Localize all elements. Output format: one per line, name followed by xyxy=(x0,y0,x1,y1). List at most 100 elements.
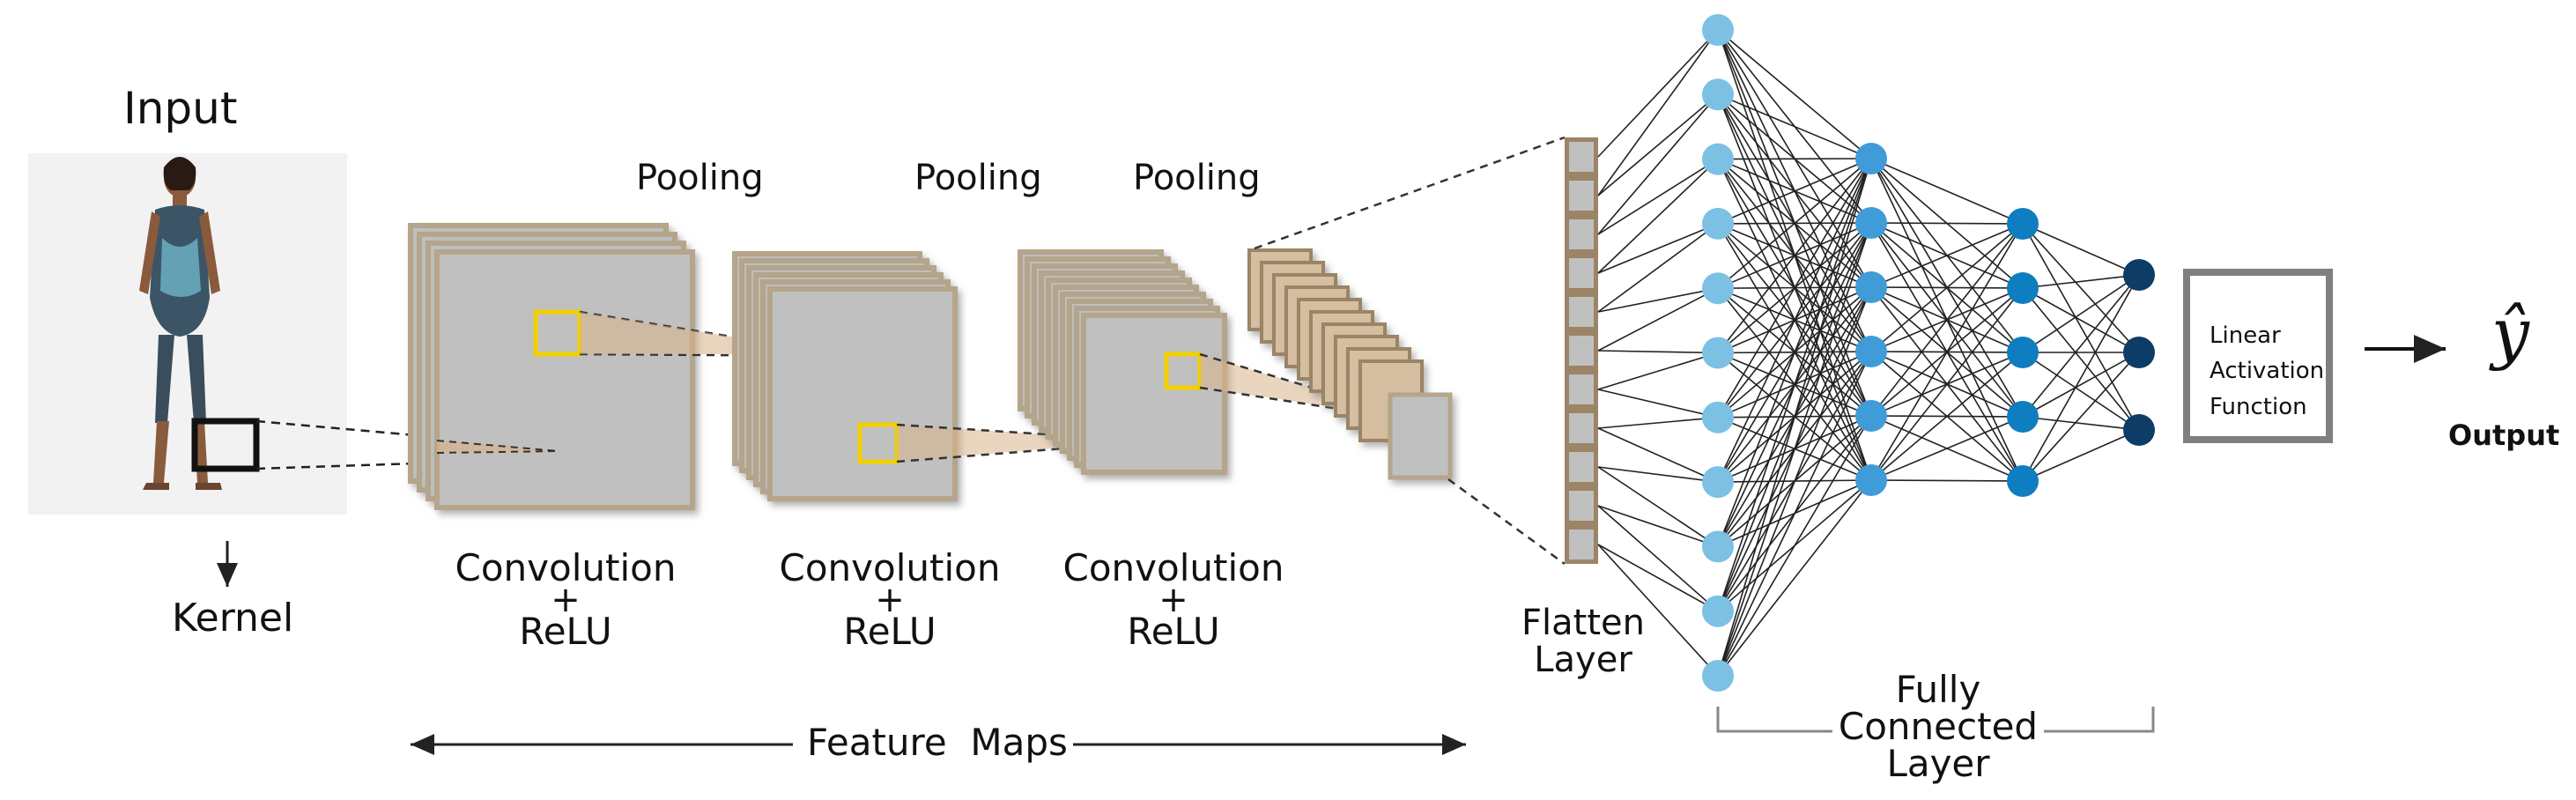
kernel-label: Kernel xyxy=(172,596,294,641)
neuron-layer-2 xyxy=(1855,400,1887,432)
kernel-window xyxy=(191,418,260,472)
neuron-layer-1 xyxy=(1702,660,1734,692)
neuron-layer-2 xyxy=(1855,207,1887,239)
activation-line-2: Activation xyxy=(2210,358,2325,385)
network-edge xyxy=(2022,274,2140,418)
flatten-edge xyxy=(1597,158,1719,235)
pooling-label-1: Pooling xyxy=(636,158,764,198)
network-edge xyxy=(1717,158,1872,677)
network-edge xyxy=(1870,222,2024,225)
relu-label: ReLU xyxy=(1127,610,1220,653)
flatten-cell xyxy=(1569,258,1594,288)
flatten-edge xyxy=(1597,417,1719,429)
network-edge xyxy=(1870,223,2024,352)
network-edge xyxy=(1870,287,2024,481)
flatten-layer-label: Flatten Layer xyxy=(1517,604,1649,678)
feature-maps-label: Feature Maps xyxy=(802,724,1073,761)
flatten-edge xyxy=(1597,544,1719,677)
neuron-layer-1 xyxy=(1702,530,1734,563)
flatten-edge xyxy=(1597,505,1719,612)
linear-activation-box: Linear Activation Function xyxy=(2183,269,2333,443)
flatten-cell xyxy=(1569,530,1594,559)
neuron-layer-2 xyxy=(1855,336,1887,367)
flatten-edge xyxy=(1597,466,1719,483)
network-edge xyxy=(1717,158,1872,225)
neuron-layer-1 xyxy=(1702,207,1734,240)
flatten-edge xyxy=(1597,389,1719,419)
network-edge xyxy=(1717,222,1872,677)
relu-label: ReLU xyxy=(843,610,936,653)
conv-relu-label-1: Convolution + ReLU xyxy=(451,550,680,650)
relu-label: ReLU xyxy=(519,610,612,653)
conv-relu-label-3: Convolution + ReLU xyxy=(1059,550,1288,650)
flatten-edge xyxy=(1597,93,1719,196)
plus-sign: + xyxy=(1158,580,1188,620)
network-edge xyxy=(1717,158,1872,353)
plus-sign: + xyxy=(551,580,581,620)
neuron-layer-4 xyxy=(2123,259,2155,291)
neuron-layer-2 xyxy=(1855,271,1887,303)
network-edges xyxy=(1597,29,2140,677)
flatten-cell xyxy=(1569,297,1594,327)
network-edge xyxy=(2022,352,2140,431)
neuron-layer-3 xyxy=(2007,337,2039,368)
network-edge xyxy=(1717,29,1872,159)
network-edge xyxy=(1870,479,2024,482)
flatten-edge xyxy=(1597,159,1719,274)
flatten-line-1: Flatten xyxy=(1521,603,1645,643)
fc-line-3: Layer xyxy=(1886,742,1990,785)
flatten-edge xyxy=(1597,350,1719,354)
network-edge xyxy=(1717,158,1872,547)
pooled-stack xyxy=(1247,136,1566,566)
output-symbol: ŷ xyxy=(2491,293,2529,372)
network-edge xyxy=(2022,352,2140,482)
flatten-edge xyxy=(1597,287,1719,352)
neuron-layer-3 xyxy=(2007,208,2039,240)
neuron-layer-3 xyxy=(2007,401,2039,433)
conv-relu-label-2: Convolution + ReLU xyxy=(775,550,1004,650)
neuron-layer-2 xyxy=(1855,143,1887,174)
flatten-edge xyxy=(1597,287,1719,313)
flatten-cell xyxy=(1569,374,1594,404)
network-edge xyxy=(2022,223,2140,353)
network-edge xyxy=(2022,223,2140,431)
conv-label: Convolution xyxy=(1062,546,1284,589)
flatten-edge xyxy=(1597,427,1719,483)
feature-map-stack-1 xyxy=(408,223,840,510)
flatten-edge xyxy=(1597,29,1719,158)
network-edge xyxy=(2022,352,2140,418)
fc-line-2: Connected xyxy=(1832,708,2044,745)
network-edge xyxy=(1717,158,1872,419)
flatten-cell xyxy=(1569,452,1594,482)
network-edge xyxy=(1870,223,2024,481)
network-edge xyxy=(2022,287,2140,431)
flatten-edge xyxy=(1597,544,1719,612)
network-edge xyxy=(1717,415,1872,677)
input-title: Input xyxy=(123,83,238,134)
network-edge xyxy=(1870,352,2024,481)
flatten-edge xyxy=(1597,93,1719,235)
network-edge xyxy=(2022,274,2140,482)
network-edge xyxy=(1870,223,2024,417)
neuron-layer-1 xyxy=(1702,272,1734,305)
conv-label: Convolution xyxy=(779,546,1001,589)
network-edge xyxy=(1717,158,1872,611)
neuron-layer-1 xyxy=(1702,14,1734,46)
activation-line-1: Linear xyxy=(2210,322,2281,349)
neuron-layer-1 xyxy=(1702,595,1734,627)
flatten-edge xyxy=(1597,223,1719,274)
flatten-line-2: Layer xyxy=(1534,640,1632,680)
network-edge xyxy=(1870,158,2024,225)
network-edge xyxy=(2022,429,2140,482)
neuron-layer-1 xyxy=(1702,337,1734,369)
network-edge xyxy=(1870,223,2024,288)
network-edge xyxy=(2022,287,2140,353)
plus-sign: + xyxy=(875,580,905,620)
neuron-layer-1 xyxy=(1702,401,1734,433)
neuron-layer-3 xyxy=(2007,272,2039,304)
flatten-cell xyxy=(1569,491,1594,521)
flatten-edge xyxy=(1597,29,1719,196)
neuron-layer-4 xyxy=(2123,414,2155,446)
network-edge xyxy=(2022,274,2140,353)
